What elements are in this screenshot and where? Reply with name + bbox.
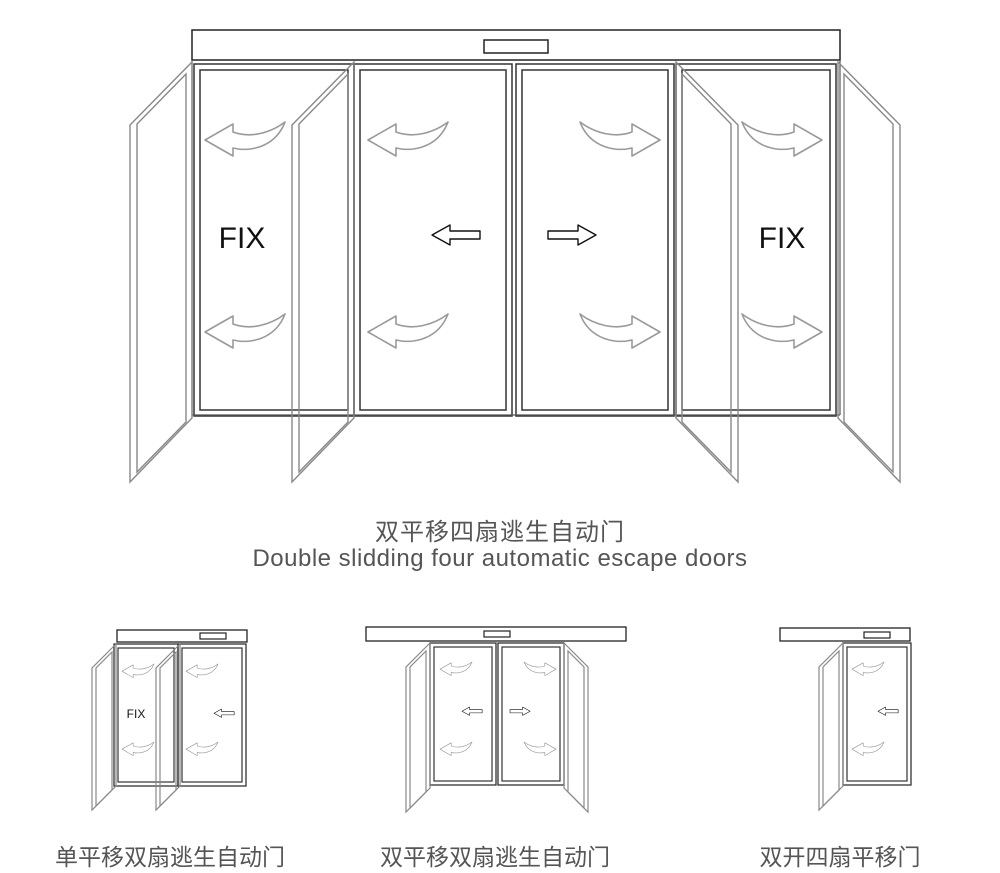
slide-right-arrow-icon (547, 224, 597, 246)
caption-diagram-1: 单平移双扇逃生自动门 (55, 845, 285, 871)
operator-sensor (483, 630, 511, 638)
sliding-panel-right (515, 63, 675, 417)
swung-leaf-1 (129, 60, 193, 484)
caption-diagram-3: 双开四扇平移门 (759, 845, 921, 871)
slide-left-arrow-icon (431, 224, 481, 246)
escape-arrow-icon (851, 661, 885, 676)
slide-left-arrow-icon (213, 708, 235, 718)
escape-arrow-icon (121, 663, 155, 678)
main-caption-zh: 双平移四扇逃生自动门 (375, 518, 625, 546)
escape-arrow-icon (204, 313, 286, 349)
escape-arrow-icon (523, 661, 557, 676)
fix-label-right: FIX (759, 222, 806, 255)
fix-label: FIX (127, 707, 146, 721)
escape-arrow-icon (741, 121, 823, 157)
slide-left-arrow-icon (877, 706, 899, 716)
escape-arrow-icon (851, 741, 885, 756)
fixed-panel-right (675, 63, 837, 417)
slide-right-arrow-icon (509, 706, 531, 716)
escape-arrow-icon (185, 741, 219, 756)
swung-leaf-2 (291, 60, 355, 484)
escape-arrow-icon (579, 313, 661, 349)
fix-label-left: FIX (219, 222, 266, 255)
escape-arrow-icon (367, 121, 449, 157)
escape-arrow-icon (121, 741, 155, 756)
sliding-panel-left (353, 63, 513, 417)
swung-leaf-3 (675, 60, 739, 484)
small-door-diagram-3 (779, 627, 912, 812)
main-door-diagram: FIX FIX (129, 29, 901, 484)
main-caption-en: Double slidding four automatic escape do… (252, 545, 748, 572)
escape-arrow-icon (439, 661, 473, 676)
swung-leaf-4 (837, 60, 901, 484)
escape-arrow-icon (185, 663, 219, 678)
escape-arrow-icon (523, 741, 557, 756)
header-track (116, 629, 248, 643)
escape-arrow-icon (579, 121, 661, 157)
small-door-diagram-2 (365, 626, 627, 814)
escape-arrow-icon (439, 741, 473, 756)
small-door-diagram-1: FIX (91, 629, 248, 812)
operator-sensor (483, 39, 549, 54)
escape-arrow-icon (741, 313, 823, 349)
operator-sensor (199, 632, 227, 640)
escape-arrow-icon (367, 313, 449, 349)
operator-sensor (863, 631, 891, 639)
slide-left-arrow-icon (461, 706, 483, 716)
caption-diagram-2: 双平移双扇逃生自动门 (380, 845, 610, 871)
escape-arrow-icon (204, 121, 286, 157)
